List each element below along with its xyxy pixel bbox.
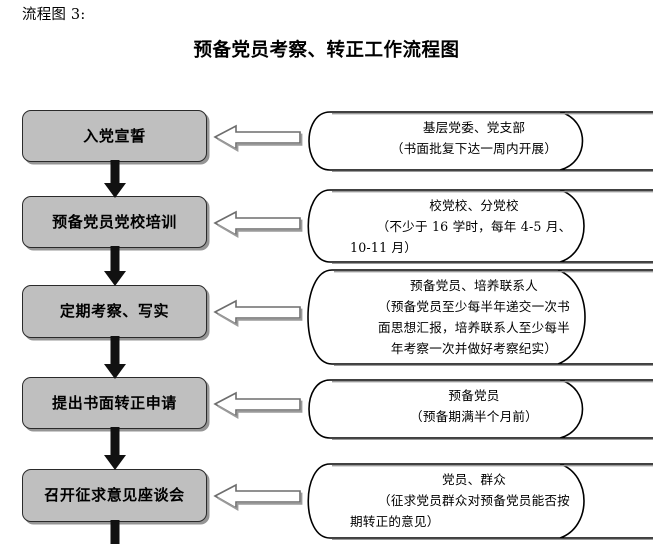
callout-shape-1	[308, 111, 653, 172]
block-arrow-left-4	[213, 391, 303, 419]
callout-line: （征求党员群众对预备党员能否按	[378, 493, 570, 508]
diagram-number-label: 流程图 3:	[22, 7, 86, 23]
callout-banner-1: 基层党委、党支部 （书面批复下达一周内开展）	[300, 110, 653, 172]
callout-line: （预备党员至少每半年递交一次书	[378, 299, 570, 314]
callout-shape-5	[307, 463, 653, 540]
process-box-label: 入党宣誓	[83, 126, 146, 145]
callout-line: 校党校、分党校	[429, 198, 519, 213]
callout-line: 面思想汇报，培养联系人至少每半	[378, 320, 570, 335]
process-box-label: 提出书面转正申请	[52, 393, 177, 412]
process-box-step-4[interactable]: 提出书面转正申请	[22, 377, 207, 429]
callout-banner-5: 党员、群众 （征求党员群众对预备党员能否按 期转正的意见）	[300, 462, 653, 540]
callout-shape-4	[308, 379, 653, 440]
block-arrow-left-1	[213, 124, 303, 152]
process-box-step-1[interactable]: 入党宣誓	[22, 110, 207, 162]
callout-banner-4: 预备党员 （预备期满半个月前）	[300, 378, 653, 440]
callout-shape-3	[307, 269, 653, 366]
process-box-label: 定期考察、写实	[59, 302, 170, 320]
process-box-label: 预备党员党校培训	[52, 212, 177, 231]
callout-line: 期转正的意见）	[350, 514, 440, 529]
connector-arrow-4-5	[104, 427, 126, 470]
block-arrow-left-5	[213, 483, 303, 511]
callout-line: （不少于 16 学时，每年 4-5 月、	[376, 219, 572, 234]
callout-line: 10-11 月）	[350, 240, 418, 255]
page-title: 预备党员考察、转正工作流程图	[193, 40, 460, 61]
flowchart-column: 入党宣誓 预备党员党校培训 定期考察、写实 提出书面转正申请 召开征求意见座谈会	[0, 0, 290, 544]
callout-text-2: 校党校、分党校 （不少于 16 学时，每年 4-5 月、 10-11 月）	[350, 195, 598, 258]
connector-arrow-2-3	[104, 246, 126, 286]
callout-banner-3: 预备党员、培养联系人 （预备党员至少每半年递交一次书 面思想汇报，培养联系人至少…	[300, 268, 653, 366]
connector-arrow-1-2	[104, 160, 126, 198]
process-box-step-2[interactable]: 预备党员党校培训	[22, 196, 207, 248]
process-box-step-5[interactable]: 召开征求意见座谈会	[22, 469, 207, 522]
callout-text-3: 预备党员、培养联系人 （预备党员至少每半年递交一次书 面思想汇报，培养联系人至少…	[350, 275, 598, 359]
callout-line: 预备党员、培养联系人	[410, 278, 538, 293]
callout-line: 年考察一次并做好考察纪实）	[390, 341, 558, 356]
callout-text-1: 基层党委、党支部 （书面批复下达一周内开展）	[350, 117, 598, 159]
connector-line-below-step-5	[110, 520, 120, 544]
callout-text-5: 党员、群众 （征求党员群众对预备党员能否按 期转正的意见）	[350, 469, 598, 532]
callout-text-4: 预备党员 （预备期满半个月前）	[350, 385, 598, 427]
process-box-step-3[interactable]: 定期考察、写实	[22, 285, 207, 338]
callout-line: （书面批复下达一周内开展）	[390, 141, 558, 156]
callout-line: 预备党员	[448, 388, 500, 403]
callout-line: 党员、群众	[442, 472, 506, 487]
connector-arrow-3-4	[104, 336, 126, 379]
callout-shape-2	[307, 189, 653, 264]
block-arrow-left-3	[213, 299, 303, 327]
block-arrow-left-2	[213, 210, 303, 238]
callout-line: （预备期满半个月前）	[410, 409, 538, 424]
process-box-label: 召开征求意见座谈会	[44, 486, 185, 504]
callout-line: 基层党委、党支部	[422, 120, 526, 135]
callout-banner-2: 校党校、分党校 （不少于 16 学时，每年 4-5 月、 10-11 月）	[300, 188, 653, 264]
